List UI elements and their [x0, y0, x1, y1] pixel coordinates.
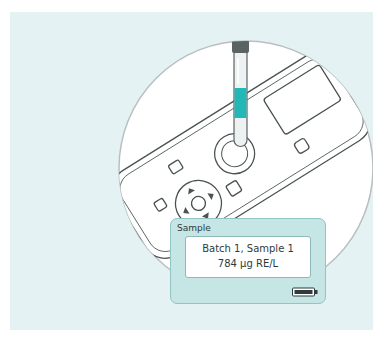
power-button	[293, 138, 310, 155]
keypad-center	[189, 194, 208, 213]
function-button	[154, 198, 168, 212]
display-text: 784 µg RE/L	[192, 257, 304, 272]
display-text: Batch 1, Sample 1	[192, 242, 304, 257]
battery-icon	[292, 287, 318, 297]
function-button	[226, 180, 243, 197]
screen-header: Sample	[177, 222, 319, 235]
test-tube	[232, 40, 249, 147]
display-box: Batch 1, Sample 1784 µg RE/L	[185, 236, 311, 278]
function-button	[168, 160, 183, 175]
device-screen	[263, 64, 341, 135]
